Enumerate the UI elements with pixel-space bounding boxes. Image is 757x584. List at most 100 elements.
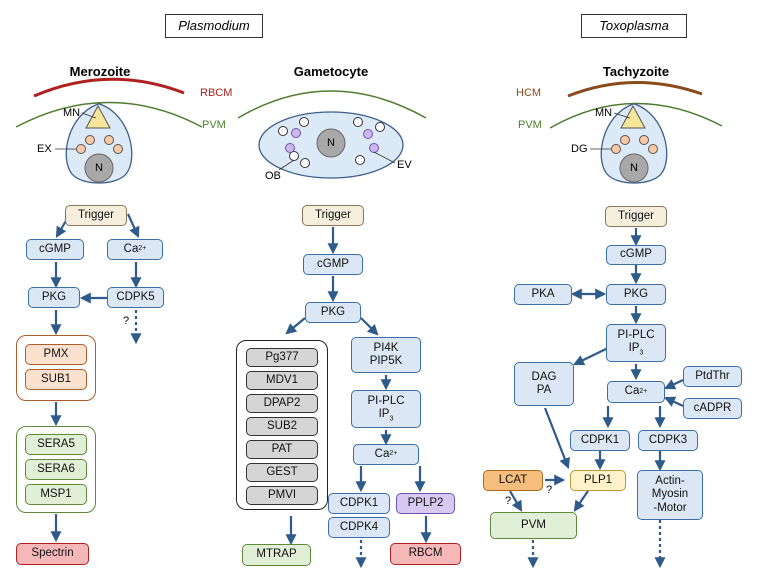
merozoite-cdpk5-node: CDPK5 xyxy=(107,287,164,308)
arrow xyxy=(573,490,589,512)
cdpk4-node: CDPK4 xyxy=(328,517,390,538)
nucleus-label: N xyxy=(327,137,335,149)
merozoite-cell-icon xyxy=(65,103,133,184)
tachyzoite-pvm-node: PVM xyxy=(490,512,577,539)
microneme-icon xyxy=(85,104,111,129)
rbcm-membrane-arc xyxy=(33,77,185,98)
dense-granule-icon xyxy=(620,135,630,145)
mn-label: MN xyxy=(595,107,613,119)
merozoite-pkg-node: PKG xyxy=(28,287,80,308)
tachyzoite-trigger-node: Trigger xyxy=(605,206,667,227)
dense-granule-icon xyxy=(639,135,649,145)
osmiophilic-body-icon xyxy=(300,158,310,168)
tachyzoite-cdpk1-node: CDPK1 xyxy=(570,430,630,451)
tachyzoite-cell-icon xyxy=(600,103,668,184)
cadpr-node: cADPR xyxy=(683,398,742,419)
arrow xyxy=(285,317,306,335)
pvm-toxo-label: PVM xyxy=(518,119,542,131)
gametocyte-cdpk1-node: CDPK1 xyxy=(328,493,390,514)
ob-label: OB xyxy=(265,170,281,182)
exoneme-icon xyxy=(76,144,86,154)
gametocyte-cgmp-node: cGMP xyxy=(303,254,363,275)
dense-granule-icon xyxy=(648,144,658,154)
arrow xyxy=(509,490,523,512)
sera6-node: SERA6 xyxy=(25,459,87,480)
exoneme-icon xyxy=(104,135,114,145)
unknown-mark: ? xyxy=(505,495,512,507)
osmiophilic-body-icon xyxy=(355,155,365,165)
pplp2-node: PPLP2 xyxy=(396,493,455,514)
mn-leader-line xyxy=(613,112,631,119)
dense-granule-icon xyxy=(611,144,621,154)
arrow xyxy=(664,396,684,407)
vesicle-icon xyxy=(291,128,301,138)
protein-node: PMVI xyxy=(246,486,318,505)
osmiophilic-body-icon xyxy=(353,117,363,127)
rbcm-label: RBCM xyxy=(200,87,233,99)
arrow xyxy=(360,317,379,336)
osmiophilic-body-icon xyxy=(289,151,299,161)
exoneme-icon xyxy=(113,144,123,154)
osmiophilic-body-icon xyxy=(299,117,309,127)
merozoite-trigger-node: Trigger xyxy=(65,205,127,226)
unknown-mark: ? xyxy=(123,315,130,327)
gametocyte-pkg-node: PKG xyxy=(305,302,361,323)
protein-node: PAT xyxy=(246,440,318,459)
nucleus-icon xyxy=(619,153,649,183)
pka-node: PKA xyxy=(514,284,572,305)
arrow xyxy=(126,213,140,239)
dg-label: DG xyxy=(571,143,588,155)
pvm-label: PVM xyxy=(202,119,226,131)
vesicle-icon xyxy=(363,129,373,139)
mtrap-node: MTRAP xyxy=(242,544,311,566)
nucleus-icon xyxy=(316,128,346,158)
ob-leader-line xyxy=(278,159,295,171)
nucleus-icon xyxy=(84,153,114,183)
plp1-node: PLP1 xyxy=(570,470,626,491)
sera5-node: SERA5 xyxy=(25,434,87,455)
ex-label: EX xyxy=(37,143,52,155)
spectrin-node: Spectrin xyxy=(16,543,89,565)
toxoplasma-header: Toxoplasma xyxy=(581,14,687,38)
ev-leader-line xyxy=(373,151,396,164)
sub1-node: SUB1 xyxy=(25,369,87,390)
protein-node: GEST xyxy=(246,463,318,482)
actin-myosin-motor-node: Actin-Myosin-Motor xyxy=(637,470,703,520)
protein-node: SUB2 xyxy=(246,417,318,436)
gametocyte-rbcm-node: RBCM xyxy=(390,543,461,565)
hcm-label: HCM xyxy=(516,87,542,99)
plasmodium-header: Plasmodium xyxy=(165,14,263,38)
ev-label: EV xyxy=(397,159,412,171)
pvm-membrane-arc xyxy=(15,101,203,128)
merozoite-cgmp-node: cGMP xyxy=(26,239,84,260)
nucleus-label: N xyxy=(630,162,638,174)
vesicle-icon xyxy=(369,143,379,153)
nucleus-label: N xyxy=(95,162,103,174)
merozoite-title: Merozoite xyxy=(69,64,131,79)
osmiophilic-body-icon xyxy=(375,122,385,132)
exoneme-icon xyxy=(85,135,95,145)
hcm-membrane-arc xyxy=(567,81,703,98)
tachyzoite-title: Tachyzoite xyxy=(602,64,670,79)
pmx-node: PMX xyxy=(25,344,87,365)
tachyzoite-pkg-node: PKG xyxy=(606,284,666,305)
gametocyte-trigger-node: Trigger xyxy=(302,205,364,226)
arrows xyxy=(50,213,684,569)
gametocyte-title: Gametocyte xyxy=(293,64,369,79)
lcat-node: LCAT xyxy=(483,470,543,491)
tachyzoite-cgmp-node: cGMP xyxy=(606,245,666,265)
unknown-mark: ? xyxy=(546,484,553,496)
protein-node: Pg377 xyxy=(246,348,318,367)
protein-node: DPAP2 xyxy=(246,394,318,413)
ptdthr-node: PtdThr xyxy=(683,366,742,387)
osmiophilic-body-icon xyxy=(278,126,288,136)
cdpk3-node: CDPK3 xyxy=(638,430,698,451)
